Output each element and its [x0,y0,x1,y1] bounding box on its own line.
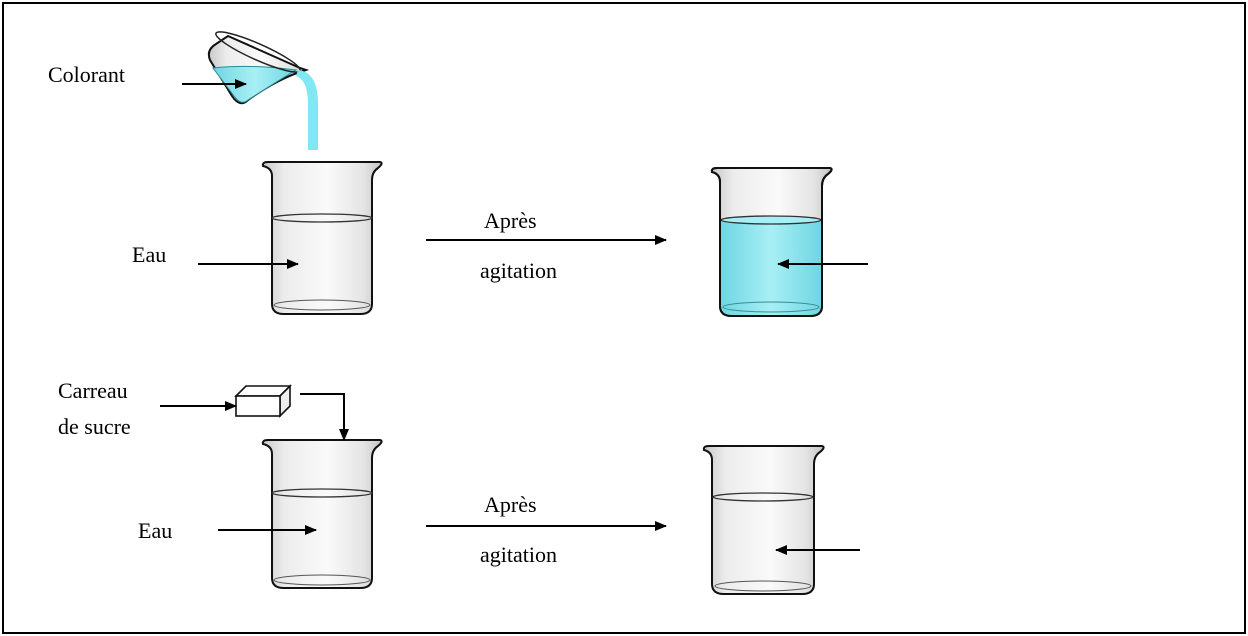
sugar-label-line1: Carreau [58,378,128,403]
dye-label: Colorant [48,62,125,87]
dye-pouring-cup [207,31,310,105]
dyed-water-beaker [710,167,833,317]
water-beaker-2 [261,439,383,589]
dye-stream [296,70,318,150]
sugar-water-beaker [702,445,825,595]
transition-label-2-line2: agitation [480,542,557,567]
water-label-1: Eau [132,242,167,267]
water-beaker-1 [261,161,383,315]
transition-label-1-line2: agitation [480,258,557,283]
sugar-drop-arrow [300,393,349,441]
transition-label-2-line1: Après [484,492,537,517]
water-label-2: Eau [138,518,173,543]
sugar-label-line2: de sucre [58,414,131,439]
sugar-cube [234,384,292,418]
transition-label-1-line1: Après [484,208,537,233]
